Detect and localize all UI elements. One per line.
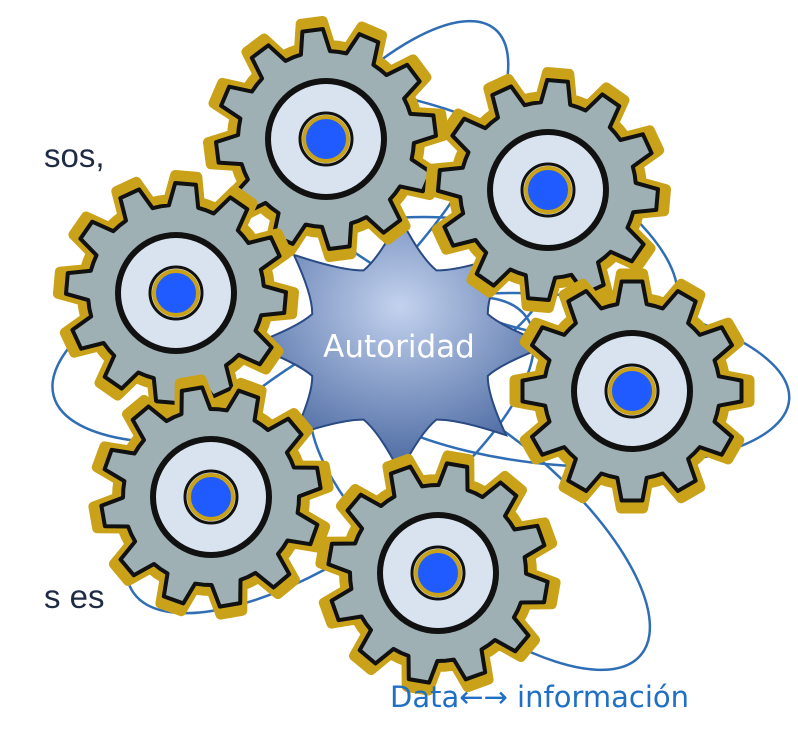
gear-upper-right: [425, 67, 671, 313]
gear-hub: [152, 269, 200, 317]
gear-left: [53, 170, 299, 416]
gear-top: [203, 16, 449, 262]
gear-hub: [524, 166, 572, 214]
gear-bottom: [315, 450, 561, 696]
gear-hub-outline: [148, 265, 204, 321]
text-fragment-1: sos,: [44, 137, 105, 174]
gear-hub-outline: [604, 363, 660, 419]
gear-hub-outline: [520, 162, 576, 218]
gear-hub: [187, 473, 235, 521]
gear-hub-outline: [410, 545, 466, 601]
gear-hub: [414, 549, 462, 597]
gear-right: [509, 268, 755, 514]
gear-hub-outline: [298, 111, 354, 167]
gear-hub: [608, 367, 656, 415]
authority-label: Autoridad: [323, 329, 475, 365]
text-fragment-3: s es: [44, 578, 105, 615]
data-information-caption: Data←→ información: [390, 680, 690, 714]
gear-lower-left: [88, 374, 334, 620]
gear-hub: [302, 115, 350, 163]
gear-hub-outline: [183, 469, 239, 525]
